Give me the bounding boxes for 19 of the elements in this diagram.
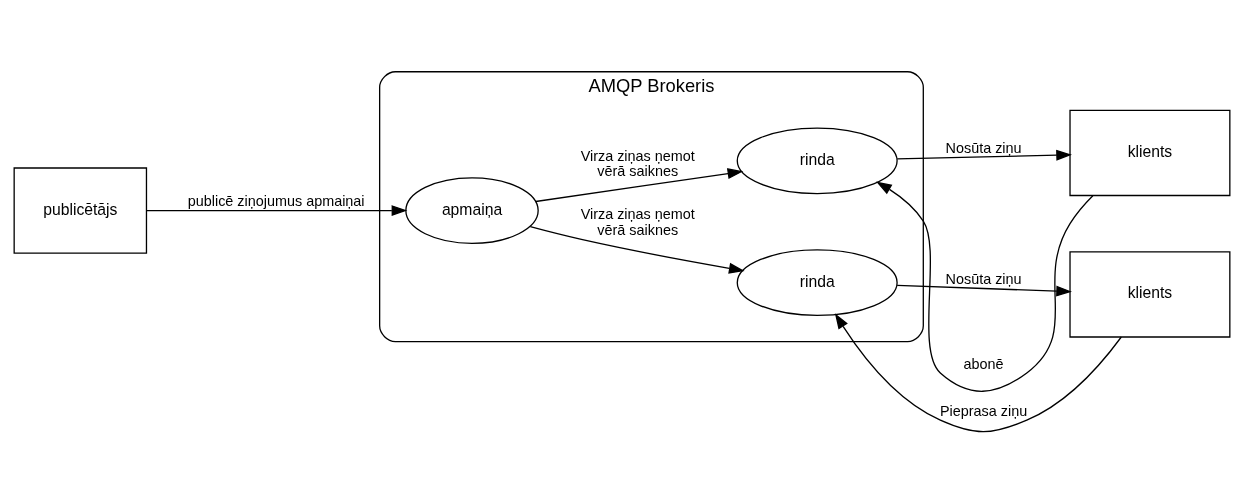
node-box: klients	[1069, 109, 1231, 197]
arrow	[146, 205, 408, 217]
arrow	[896, 149, 1072, 161]
node-ellipse: rinda	[736, 249, 898, 317]
node-ellipse: apmaiņa	[405, 177, 539, 244]
arrow	[529, 226, 745, 274]
edge-label: Virza ziņas ņemot vērā saiknes	[580, 206, 695, 239]
edge-label: abonē	[963, 355, 1004, 372]
edge-label: Virza ziņas ņemot vērā saiknes	[580, 147, 695, 180]
node-box: klients	[1069, 251, 1231, 338]
edge-label: Nosūta ziņu	[945, 270, 1022, 287]
arrow	[535, 168, 744, 203]
edge-label: Nosūta ziņu	[945, 139, 1022, 156]
arrow	[834, 313, 1122, 433]
edge-label: publicē ziņojumus apmaiņai	[187, 193, 365, 210]
arrow	[876, 181, 1094, 392]
node-box: publicētājs	[13, 167, 148, 254]
arrow	[896, 284, 1072, 297]
edge-label: Pieprasa ziņu	[939, 402, 1028, 419]
